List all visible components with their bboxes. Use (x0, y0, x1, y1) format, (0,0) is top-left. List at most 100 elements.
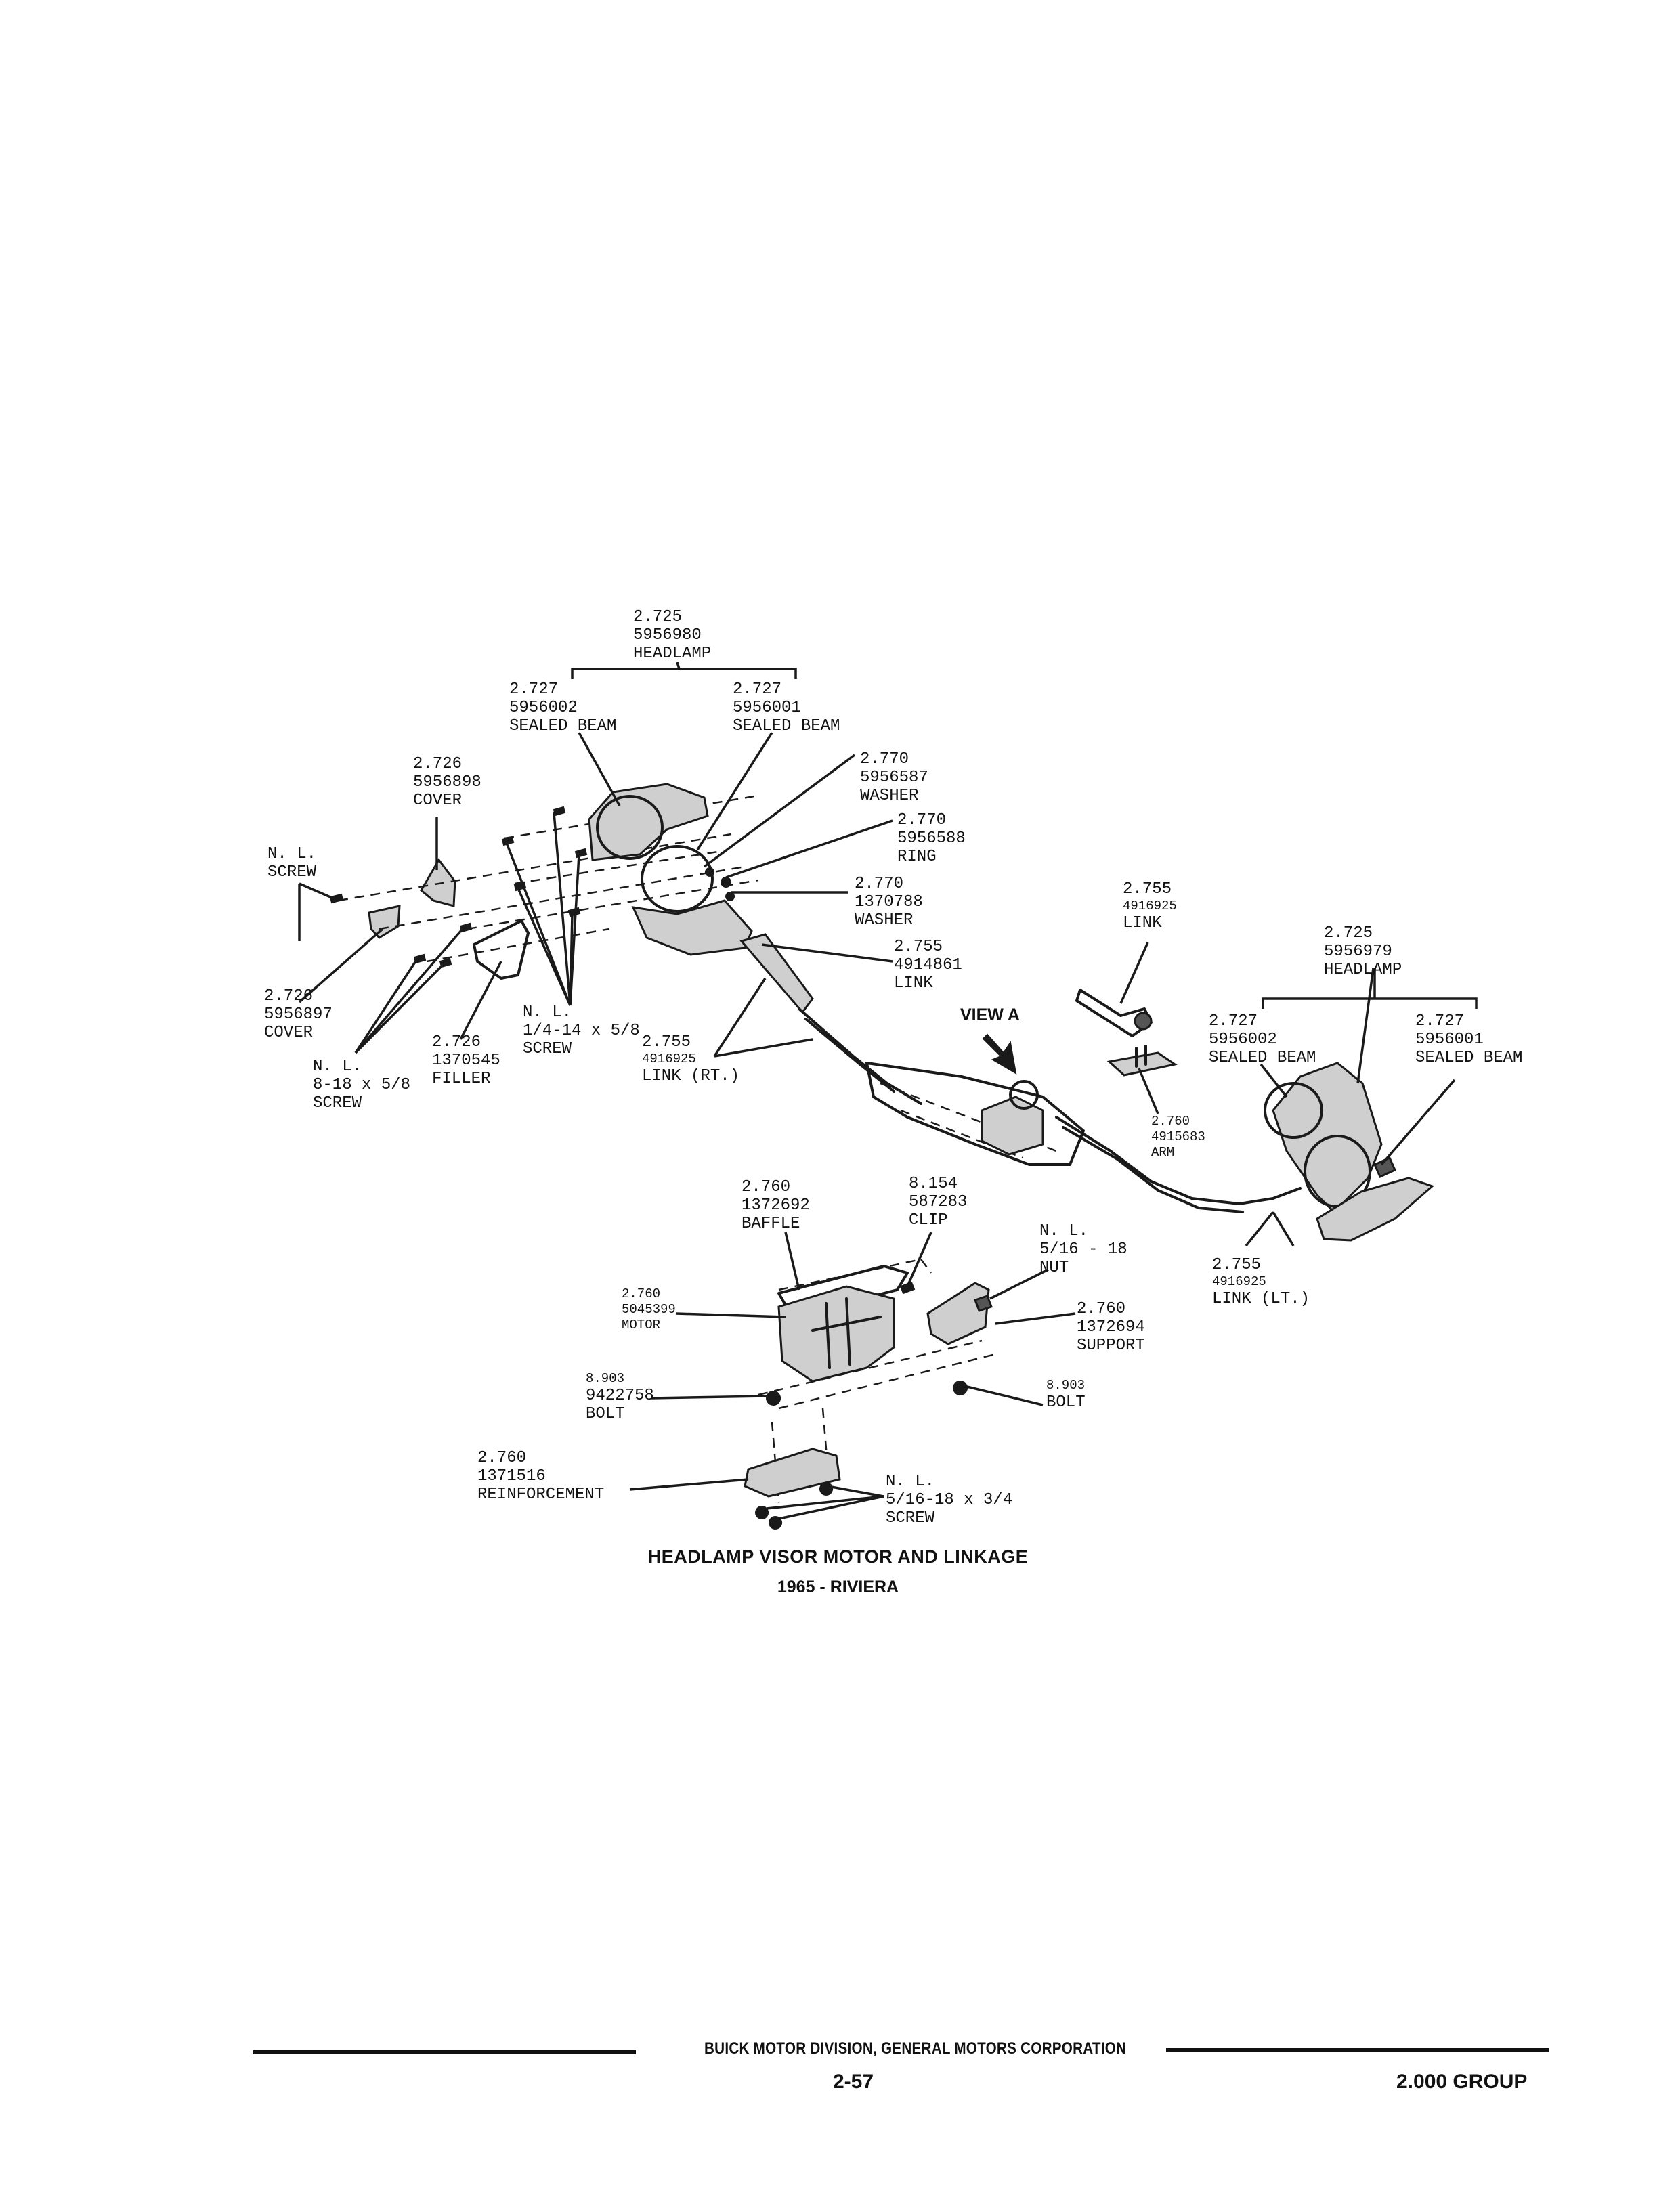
sealed-beam-rh-inner-part (596, 795, 664, 860)
callout-line: ARM (1151, 1145, 1175, 1160)
callout-filler: 2.726 1370545 FILLER (432, 1033, 500, 1088)
motor-cap-view-a (1009, 1080, 1039, 1110)
callout-line: N. L. (523, 1003, 572, 1022)
callout-line: 5956002 (1209, 1031, 1277, 1049)
callout-line: 5956001 (1415, 1031, 1484, 1049)
mount-plate-dashes (758, 1339, 996, 1504)
support-part (926, 1282, 990, 1345)
callout-line: 2.726 (432, 1033, 481, 1051)
callout-motor: 2.760 5045399 MOTOR (622, 1286, 676, 1333)
sealed-beam-lh-inner-part (1264, 1082, 1323, 1139)
callout-line: 5/16-18 x 3/4 (886, 1491, 1013, 1509)
callout-line: HEADLAMP (1324, 961, 1402, 979)
callout-line: 2.760 (622, 1286, 661, 1301)
callout-line: BAFFLE (742, 1215, 800, 1233)
callout-line: 5956898 (413, 773, 481, 791)
callout-washer-5956587: 2.770 5956587 WASHER (860, 750, 928, 805)
footer-corporation: BUICK MOTOR DIVISION, GENERAL MOTORS COR… (704, 2039, 1127, 2058)
callout-line: 2.727 (509, 680, 559, 699)
callout-line: 2.755 (894, 938, 943, 956)
callout-line: SEALED BEAM (509, 717, 617, 735)
callout-sealed-beam-lh-inner: 2.727 5956002 SEALED BEAM (1209, 1012, 1316, 1067)
chassis-frame-view-a (865, 1062, 1085, 1166)
bolt-left-part (766, 1391, 781, 1406)
nut-part (974, 1295, 993, 1312)
chassis-detail-view-a (880, 1082, 1057, 1159)
callout-sealed-beam-lh-outer: 2.727 5956001 SEALED BEAM (1415, 1012, 1522, 1067)
washer-ring-parts (705, 867, 735, 901)
callout-line: 5956587 (860, 768, 928, 787)
footer-page-number: 2-57 (833, 2070, 874, 2093)
arm-stud (1135, 1045, 1147, 1068)
sealed-beam-rh-outer-part (641, 845, 714, 913)
linkage-rod-rt (798, 1007, 922, 1105)
callout-line: 2.725 (633, 608, 683, 626)
callout-sealed-beam-rh-outer: 2.727 5956001 SEALED BEAM (733, 680, 840, 735)
callout-line: 2.727 (733, 680, 782, 699)
callout-line: 4915683 (1151, 1129, 1205, 1144)
callout-line: 2.760 (1151, 1114, 1190, 1129)
callout-line: 1371516 (477, 1467, 546, 1485)
callout-line: 2.755 (642, 1033, 691, 1051)
callout-line: SCREW (267, 863, 317, 882)
leader-lines (298, 732, 1456, 1520)
callout-line: 2.770 (855, 875, 904, 893)
link-4914861-part (739, 933, 814, 1014)
callout-line: 5956001 (733, 699, 801, 717)
callout-line: SEALED BEAM (1415, 1049, 1523, 1067)
callout-link-lt: 2.755 4916925 LINK (LT.) (1212, 1256, 1310, 1308)
callout-line: 2.760 (742, 1178, 791, 1196)
view-a-label: VIEW A (960, 1005, 1020, 1024)
callout-line: 5/16 - 18 (1039, 1240, 1127, 1259)
bolt-right-part (953, 1381, 968, 1395)
callout-headlamp-lh-assy: 2.725 5956979 HEADLAMP (1324, 924, 1402, 979)
footer-group: 2.000 GROUP (1396, 2070, 1528, 2093)
callout-line: SCREW (886, 1509, 935, 1527)
callout-line: NUT (1039, 1259, 1069, 1277)
callout-line: BOLT (586, 1405, 625, 1423)
callout-support: 2.760 1372694 SUPPORT (1077, 1300, 1145, 1355)
callout-line: 5956979 (1324, 942, 1392, 961)
callout-line: 2.770 (897, 811, 947, 829)
callout-line: 8-18 x 5/8 (313, 1076, 411, 1094)
callout-line: 2.770 (860, 750, 909, 768)
callout-headlamp-rh-assy: 2.725 5956980 HEADLAMP (633, 608, 711, 663)
callout-screw-nl-left: N. L. SCREW (267, 845, 316, 882)
callout-bolt-left: 8.903 9422758 BOLT (586, 1371, 654, 1423)
callout-washer-1370788: 2.770 1370788 WASHER (855, 875, 923, 930)
callout-link-rt: 2.755 4916925 LINK (RT.) (642, 1033, 739, 1085)
callout-line: 2.726 (413, 755, 463, 773)
callout-line: 2.760 (477, 1449, 527, 1467)
callout-line: COVER (264, 1024, 314, 1042)
callout-line: WASHER (860, 787, 919, 805)
callout-line: 8.903 (1046, 1378, 1086, 1393)
callout-line: BOLT (1046, 1393, 1086, 1412)
callout-line: 5956897 (264, 1005, 332, 1024)
motor-in-view-a (981, 1096, 1044, 1156)
callout-line: SUPPORT (1077, 1337, 1145, 1355)
diagram-caption-subtitle: 1965 - RIVIERA (777, 1578, 899, 1597)
callout-line: 2.755 (1123, 880, 1172, 898)
cover-lower-part (368, 905, 401, 939)
link-view-a-pin (1134, 1012, 1153, 1031)
callout-line: 5956002 (509, 699, 578, 717)
callout-line: LINK (RT.) (642, 1067, 740, 1085)
callout-line: 587283 (909, 1193, 968, 1211)
callout-line: FILLER (432, 1070, 491, 1088)
callout-line: 8.154 (909, 1175, 958, 1193)
headlamp-lh-visor (1316, 1177, 1434, 1242)
callout-screw-quarter: N. L. 1/4-14 x 5/8 SCREW (523, 1003, 640, 1058)
callout-line: 2.726 (264, 987, 314, 1005)
callout-line: N. L. (313, 1058, 362, 1076)
arm-part (1106, 1051, 1178, 1077)
callout-ring-5956588: 2.770 5956588 RING (897, 811, 966, 866)
callout-line: 4916925 (1212, 1274, 1266, 1289)
callout-line: 4914861 (894, 956, 962, 974)
callout-link-view-a: 2.755 4916925 LINK (1123, 880, 1177, 932)
callout-line small: 4916925 (642, 1051, 696, 1066)
callout-line: N. L. (267, 845, 317, 863)
callout-line: 2.760 (1077, 1300, 1126, 1318)
callout-line: COVER (413, 791, 463, 810)
